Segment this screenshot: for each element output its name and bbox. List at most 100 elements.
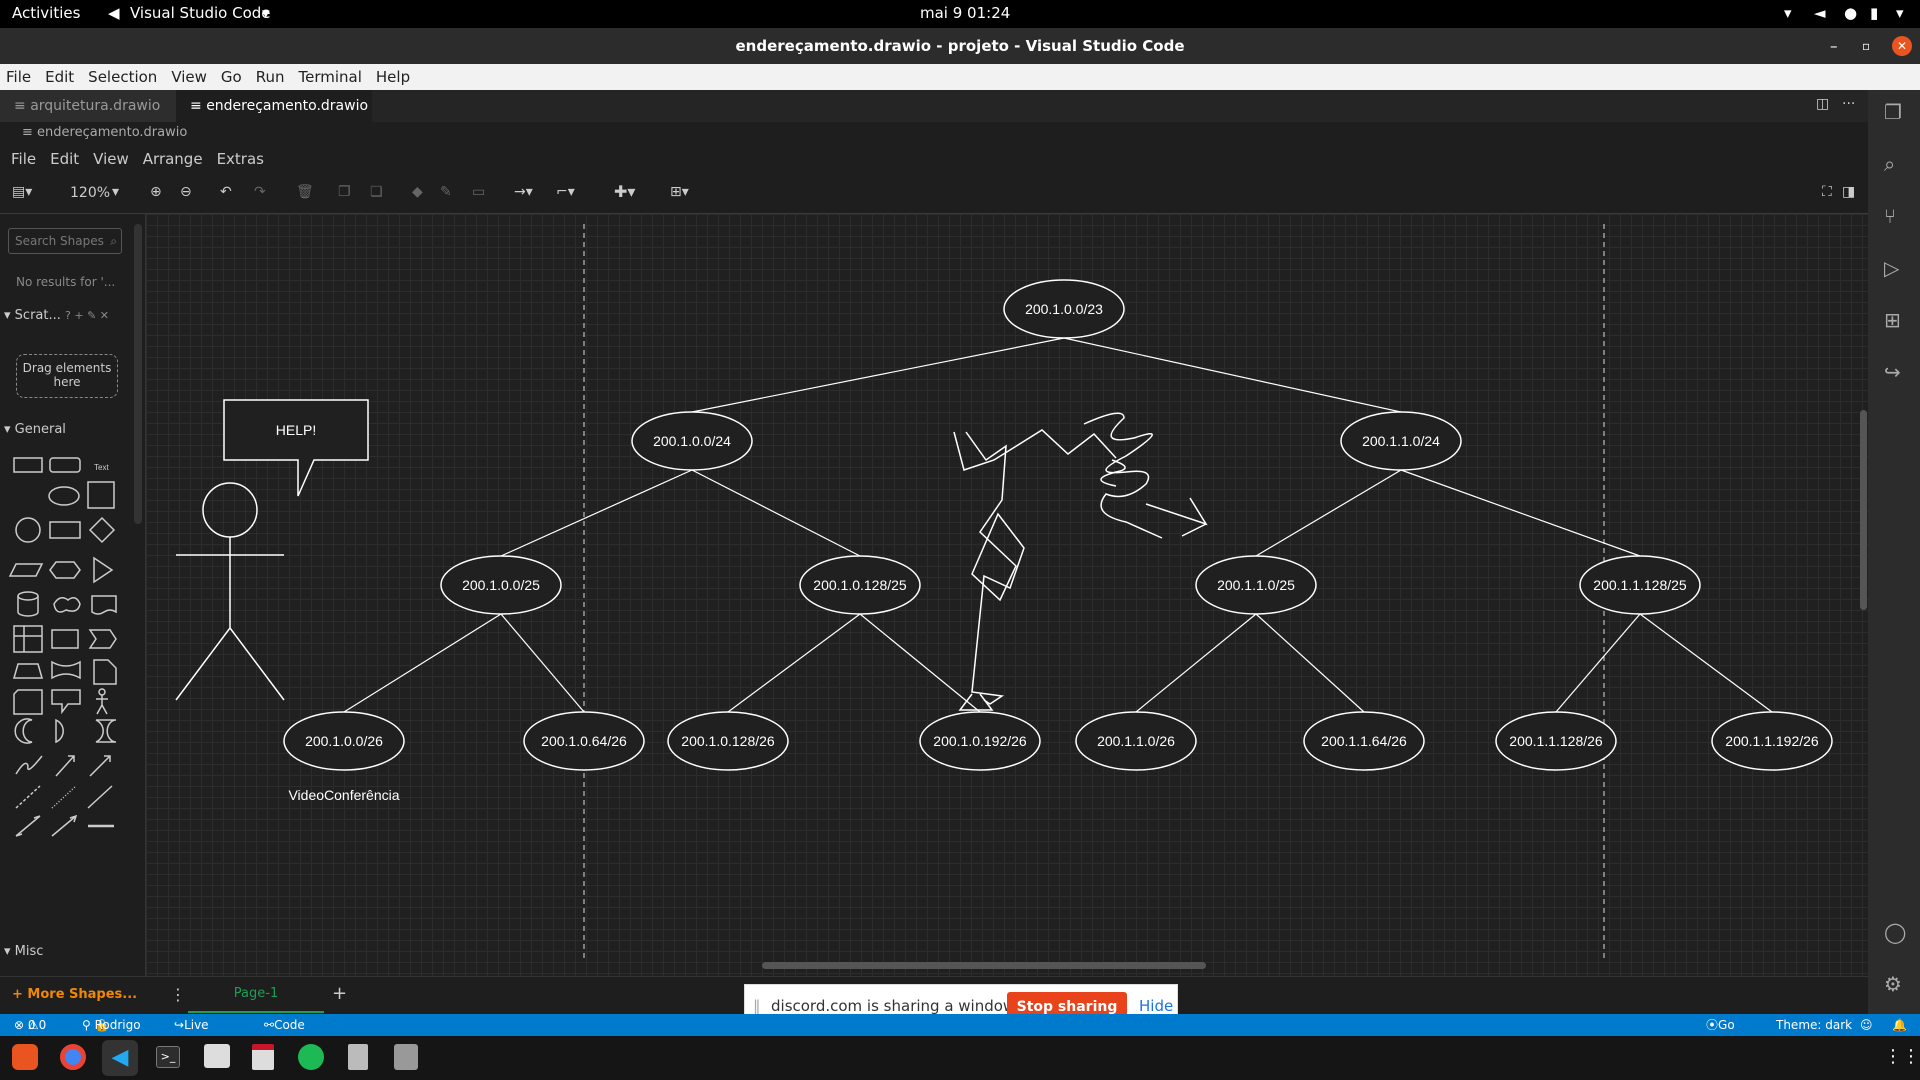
sidebar-scrollbar[interactable] [134,224,142,524]
actor-shape[interactable] [175,482,285,701]
subnet-node-26[interactable]: 200.1.1.192/26 [1711,711,1833,771]
misc-header[interactable]: ▾ Misc [4,944,44,959]
close-button[interactable]: ✕ [1892,36,1912,56]
subnet-node-25[interactable]: 200.1.0.128/25 [799,555,921,615]
subnet-node-26[interactable]: 200.1.1.128/26 [1495,711,1617,771]
tree-edge[interactable] [859,613,981,713]
feedback-icon[interactable]: ☺ [1860,1018,1873,1032]
drawio-menu-extras[interactable]: Extras [216,150,264,168]
waypoints-icon[interactable]: ⌐▾ [556,184,575,200]
menu-go[interactable]: Go [220,68,242,86]
subnet-node-26[interactable]: 200.1.1.64/26 [1303,711,1425,771]
vertical-scrollbar[interactable] [1860,410,1867,610]
spotify-icon[interactable] [298,1044,324,1070]
minimize-button[interactable]: – [1830,37,1838,55]
problems-indicator[interactable]: ⊗ 0 ⚠ 0 [14,1018,47,1032]
battery-icon[interactable]: ▮ [1870,4,1879,22]
tree-edge[interactable] [1255,469,1402,557]
tree-edge[interactable] [691,337,1065,413]
fill-color-icon[interactable]: ◆ [412,184,423,200]
subnet-node-26[interactable]: 200.1.0.0/26 [283,711,405,771]
to-back-icon[interactable]: ❏ [370,184,383,200]
general-header[interactable]: ▾ General [4,422,66,437]
menu-help[interactable]: Help [375,68,411,86]
menu-file[interactable]: File [6,68,32,86]
tree-edge[interactable] [1639,613,1773,713]
line-color-icon[interactable]: ✎ [440,184,452,200]
subnet-node-24[interactable]: 200.1.1.0/24 [1340,411,1462,471]
subnet-node-26[interactable]: 200.1.0.128/26 [667,711,789,771]
scribble-drawing[interactable] [953,412,1208,711]
scratchpad-actions-icon[interactable]: ? + ✎ ✕ [65,309,110,322]
shape-palette[interactable]: Text [6,450,126,850]
menu-edit[interactable]: Edit [45,68,75,86]
split-editor-icon[interactable]: ◫ [1816,96,1830,112]
calendar-icon[interactable] [252,1044,274,1070]
notifications-icon[interactable]: 🔔 [1892,1018,1907,1032]
menu-view[interactable]: View [171,68,207,86]
run-debug-icon[interactable]: ▷ [1884,256,1900,280]
tree-edge[interactable] [1555,613,1641,713]
subnet-node-root[interactable]: 200.1.0.0/23 [1003,279,1125,339]
system-menu-icon[interactable]: ▾ [1896,4,1904,22]
zoom-out-icon[interactable]: ⊖ [180,184,192,200]
connection-icon[interactable]: →▾ [514,184,533,200]
help-callout[interactable] [223,399,369,497]
page-tab[interactable]: Page-1 [188,977,324,1013]
maximize-button[interactable]: ▫ [1862,39,1871,53]
pages-menu-icon[interactable]: ⋮ [170,985,186,1004]
code-link-status[interactable]: ⚯ Code Link [264,1018,305,1054]
app-menu[interactable]: Visual Studio Code [130,4,271,22]
tree-edge[interactable] [1400,469,1641,557]
menu-selection[interactable]: Selection [88,68,158,86]
shadow-icon[interactable]: ▭ [472,184,486,200]
source-control-icon[interactable]: ⑂ [1884,204,1896,228]
software-center-icon[interactable] [12,1044,38,1070]
horizontal-scrollbar[interactable] [762,962,1206,969]
hide-button[interactable]: Hide [1139,997,1174,1015]
terminal-icon[interactable]: >_ [156,1046,180,1068]
zoom-in-icon[interactable]: ⊕ [150,184,162,200]
show-apps-icon[interactable]: ⋮⋮⋮ [1884,1046,1920,1067]
menu-run[interactable]: Run [255,68,285,86]
zoom-select[interactable]: 120% [70,185,111,201]
more-actions-icon[interactable]: ··· [1842,96,1856,112]
clock[interactable]: mai 9 01:24 [920,4,1011,22]
account-icon[interactable]: ◯ [1884,920,1907,944]
drawio-menu-file[interactable]: File [11,150,37,168]
search-icon[interactable]: ⌕ [1884,152,1896,176]
tree-edge[interactable] [691,469,861,557]
chrome-icon[interactable] [60,1044,86,1070]
disk-icon[interactable] [394,1044,418,1070]
extensions-icon[interactable]: ⊞ [1884,308,1901,332]
subnet-node-26[interactable]: 200.1.0.64/26 [523,711,645,771]
explorer-icon[interactable]: ❐ [1884,100,1902,124]
fullscreen-icon[interactable]: ⛶ [1822,184,1832,200]
tree-edge[interactable] [727,613,861,713]
activities-button[interactable]: Activities [12,4,81,22]
user-indicator[interactable]: ⚲ Rodrigo 🔒 [82,1018,141,1032]
scratchpad-drop-zone[interactable]: Drag elements here [16,354,118,398]
subnet-node-25[interactable]: 200.1.1.0/25 [1195,555,1317,615]
tab-enderecamento[interactable]: ≡ endereçamento.drawio ✕ [176,90,372,146]
to-front-icon[interactable]: ❐ [338,184,351,200]
format-toggle-icon[interactable]: ◨ [1842,184,1856,200]
format-panel-icon[interactable]: ▤▾ [12,184,33,200]
tree-edge[interactable] [343,613,502,713]
undo-icon[interactable]: ↶ [220,184,232,200]
usb-drive-icon[interactable] [348,1044,368,1070]
tree-edge[interactable] [500,613,585,713]
go-live-button[interactable]: ⦿ Go Live [1706,1018,1743,1054]
subnet-node-25[interactable]: 200.1.1.128/25 [1579,555,1701,615]
live-share-status[interactable]: ↪ Live Share [174,1018,219,1054]
subnet-node-26[interactable]: 200.1.0.192/26 [919,711,1041,771]
drawio-menu-edit[interactable]: Edit [50,150,80,168]
tree-edge[interactable] [1255,613,1365,713]
tree-edge[interactable] [1063,337,1402,413]
search-shapes-input[interactable]: Search Shapes ⌕ [8,228,122,254]
more-shapes-button[interactable]: + More Shapes... [12,987,138,1002]
breadcrumb[interactable]: ≡ endereçamento.drawio [0,122,1868,144]
drawio-menu-view[interactable]: View [93,150,129,168]
